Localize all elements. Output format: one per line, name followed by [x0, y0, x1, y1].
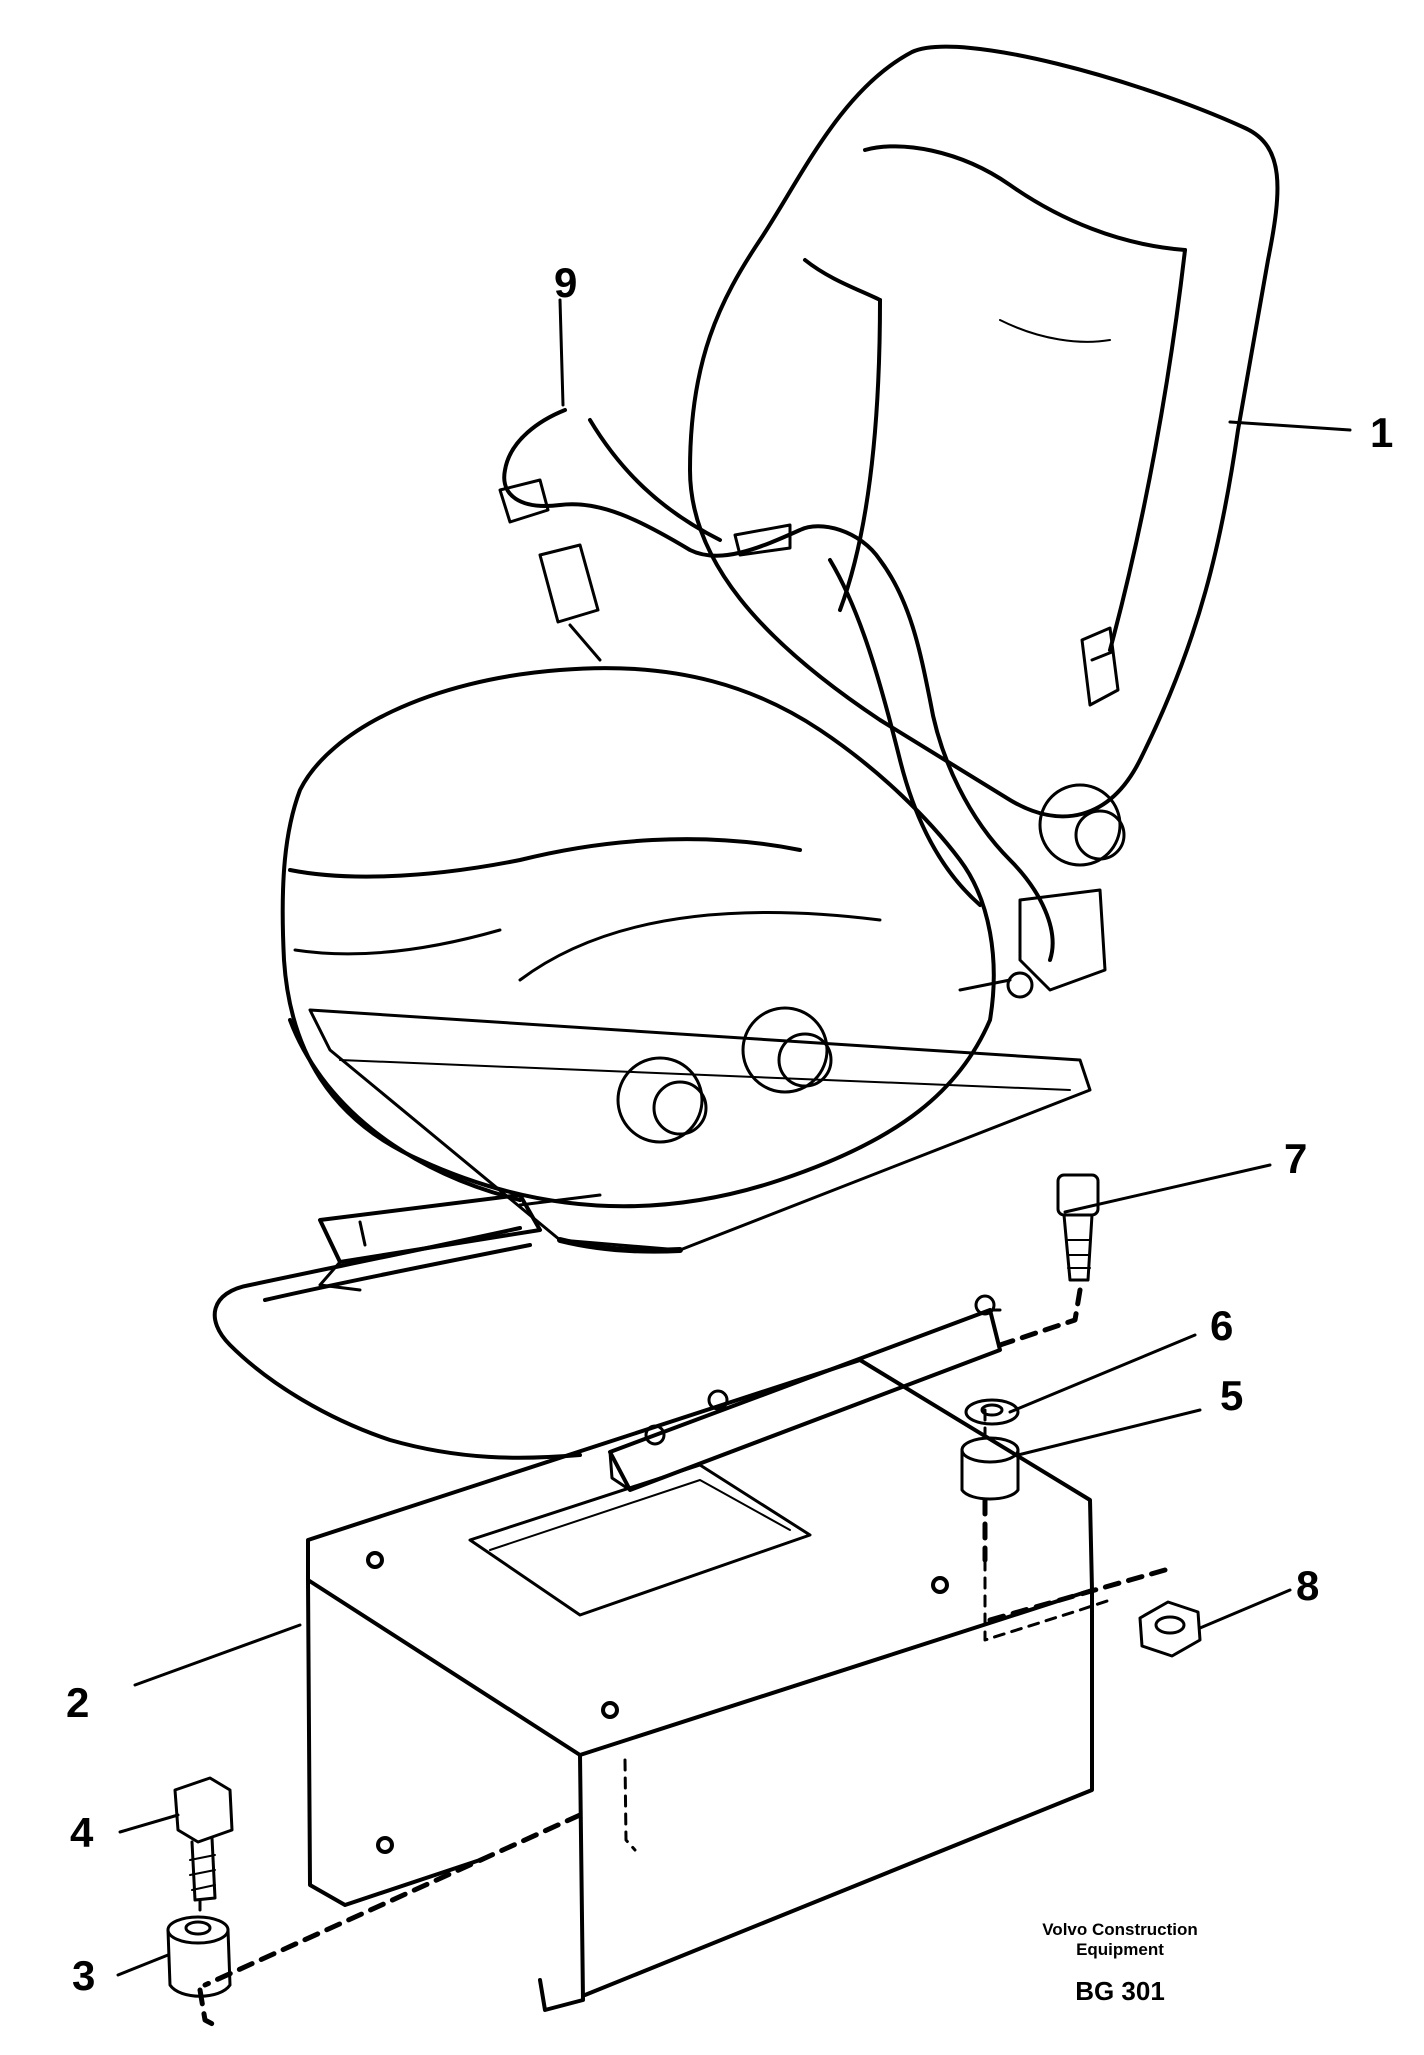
callout-2: 2 — [66, 1679, 90, 1726]
credit-line-1: Volvo Construction — [1042, 1920, 1198, 1939]
callout-4: 4 — [70, 1809, 94, 1856]
bolt-4 — [173, 1776, 234, 1902]
figure-code: BG 301 — [1075, 1976, 1165, 2006]
callout-6: 6 — [1210, 1302, 1234, 1349]
bolt-7 — [1056, 1173, 1100, 1282]
nut-8 — [1138, 1600, 1202, 1658]
callout-9: 9 — [554, 259, 578, 306]
seat-cushion — [280, 666, 1092, 1254]
callout-3: 3 — [72, 1952, 96, 1999]
leader-lines — [116, 298, 1352, 1977]
bushing-5 — [960, 1436, 1020, 1501]
washer-6 — [964, 1398, 1020, 1426]
seat-belt — [498, 408, 1107, 999]
callout-8: 8 — [1296, 1562, 1320, 1609]
mounting-bracket — [306, 1358, 1094, 2012]
callout-7: 7 — [1284, 1135, 1308, 1182]
assembly-lines — [197, 1287, 1168, 2031]
slide-rails — [212, 1193, 1002, 1492]
spacer-3 — [166, 1915, 232, 1998]
adjustment-knob — [616, 783, 1126, 1144]
credit-line-2: Equipment — [1076, 1940, 1164, 1959]
callout-5: 5 — [1220, 1372, 1244, 1419]
seat-backrest — [688, 44, 1280, 819]
callout-1: 1 — [1370, 409, 1394, 456]
publisher-credit: Volvo Construction Equipment BG 301 — [1000, 1920, 1240, 2007]
